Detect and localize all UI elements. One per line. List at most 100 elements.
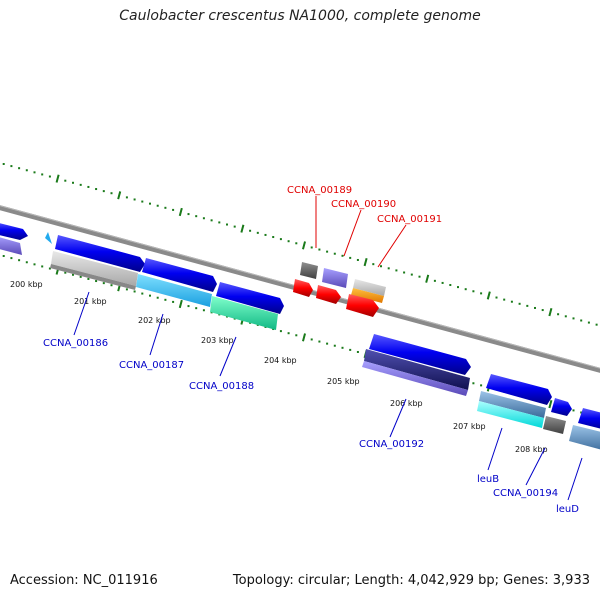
gene-label-leuD: leuD bbox=[556, 504, 579, 515]
inner-track-dot bbox=[287, 332, 290, 335]
inner-track-dot bbox=[87, 277, 90, 280]
gene-arrow-leuD-fwd bbox=[578, 408, 600, 429]
outer-track-dot bbox=[326, 250, 329, 253]
gene-label-CCNA_00192: CCNA_00192 bbox=[359, 439, 424, 450]
inner-track-dot bbox=[125, 288, 128, 291]
inner-track-dot bbox=[187, 305, 190, 308]
inner-track-dot bbox=[310, 338, 313, 341]
accession-text: Accession: NC_011916 bbox=[10, 573, 158, 588]
inner-track-dot bbox=[349, 348, 352, 351]
gene-box-CCNA_00191-b bbox=[351, 288, 384, 303]
outer-track-dot bbox=[587, 321, 590, 324]
outer-track-dot bbox=[202, 217, 205, 220]
outer-track-dot bbox=[79, 183, 82, 186]
outer-track-dot bbox=[141, 200, 144, 203]
outer-track-dot bbox=[133, 198, 136, 201]
kbp-label: 207 kbp bbox=[453, 422, 486, 431]
gene-label-CCNA_00188: CCNA_00188 bbox=[189, 381, 254, 392]
outer-track-major-tick bbox=[240, 224, 245, 233]
inner-track-dot bbox=[48, 267, 51, 270]
inner-track-dot bbox=[102, 282, 105, 285]
gene-arrow-leuB-fwd bbox=[486, 374, 552, 405]
map-title: Caulobacter crescentus NA1000, complete … bbox=[119, 8, 481, 24]
gene-label-CCNA_00194: CCNA_00194 bbox=[493, 488, 558, 499]
inner-track-major-tick bbox=[301, 333, 307, 342]
cog-bar-leuB bbox=[479, 391, 546, 418]
inner-track-dot bbox=[2, 255, 5, 258]
leader-leuB bbox=[487, 427, 503, 471]
outer-track-dot bbox=[187, 213, 190, 216]
gene-label-CCNA_00187: CCNA_00187 bbox=[119, 360, 184, 371]
outer-track-dot bbox=[541, 309, 544, 312]
outer-track-major-tick bbox=[301, 241, 307, 250]
inner-track-dot bbox=[110, 284, 113, 287]
outer-track-dot bbox=[41, 173, 44, 176]
outer-track-dot bbox=[87, 185, 90, 188]
kbp-labels: 200 kbp 201 kbp 202 kbp 203 kbp 204 kbp … bbox=[10, 280, 548, 454]
inner-track-dot bbox=[149, 294, 151, 297]
kbp-label: 202 kbp bbox=[138, 316, 171, 325]
outer-track-dot bbox=[249, 229, 252, 232]
cog-bar-CCNA_00186-base bbox=[50, 264, 136, 290]
cog-bar-CCNA_00192-a bbox=[364, 349, 470, 390]
gene-arrow-CCNA_00186 bbox=[55, 235, 145, 272]
kbp-label: 208 kbp bbox=[515, 445, 548, 454]
outer-track-dot bbox=[457, 286, 459, 289]
inner-track-major-tick bbox=[548, 400, 553, 409]
outer-track-dot bbox=[472, 290, 475, 293]
inner-track-dot bbox=[156, 296, 159, 299]
outer-track-major-tick bbox=[548, 308, 553, 317]
outer-track-major-tick bbox=[55, 174, 60, 183]
outer-track-dot bbox=[433, 279, 436, 282]
marker-triangle bbox=[45, 232, 52, 244]
gene-arrow-left-edge bbox=[0, 223, 28, 240]
inner-track-dot bbox=[295, 334, 298, 337]
outer-track-dot bbox=[464, 288, 467, 291]
inner-track-dot bbox=[480, 384, 483, 387]
outer-track-major-tick bbox=[363, 257, 368, 267]
outer-track-dot bbox=[264, 233, 267, 236]
inner-track-dot bbox=[133, 290, 136, 293]
outer-track-dot bbox=[95, 188, 98, 191]
kbp-label: 200 kbp bbox=[10, 280, 43, 289]
outer-track-dot bbox=[387, 267, 390, 270]
outer-track-dot bbox=[18, 167, 21, 170]
leader-CCNA_00186 bbox=[73, 291, 90, 336]
inner-track-dot bbox=[326, 342, 329, 345]
kbp-label: 203 kbp bbox=[201, 336, 234, 345]
gene-arrow-CCNA_00192 bbox=[369, 334, 471, 375]
leader-leuD bbox=[567, 457, 583, 501]
inner-track-dot bbox=[472, 382, 475, 385]
inner-track-dot bbox=[79, 275, 82, 278]
cog-bar-leuD bbox=[569, 425, 600, 450]
inner-track-major-tick bbox=[178, 299, 183, 309]
inner-track-dot bbox=[572, 409, 575, 412]
gene-label-CCNA_00190: CCNA_00190 bbox=[331, 199, 396, 210]
inner-track-dot bbox=[95, 280, 98, 283]
outer-track-dot bbox=[195, 215, 198, 218]
leader-CCNA_00194 bbox=[525, 447, 546, 486]
cog-bar-CCNA_00187 bbox=[136, 274, 212, 307]
gene-arrow-CCNA_00187 bbox=[142, 258, 217, 292]
outer-track-dot bbox=[349, 256, 352, 259]
outer-track-dot bbox=[503, 298, 506, 301]
outer-track-dot bbox=[218, 221, 221, 224]
outer-track-dot bbox=[333, 252, 336, 255]
cog-bar-left-edge bbox=[0, 237, 22, 255]
inner-track-dot bbox=[580, 411, 583, 414]
outer-track-dot bbox=[572, 317, 575, 320]
inner-track-dot bbox=[164, 298, 167, 301]
outer-track-dot bbox=[256, 231, 259, 234]
outer-track-dot bbox=[2, 163, 5, 166]
outer-track-dot bbox=[418, 275, 421, 278]
outer-track-major-tick bbox=[425, 274, 430, 283]
outer-track-major-tick bbox=[117, 191, 122, 200]
outer-track-dot bbox=[595, 323, 598, 326]
gene-arrow-CCNA_00188 bbox=[216, 282, 284, 314]
inner-track-dot bbox=[172, 300, 175, 303]
outer-track-dot bbox=[580, 319, 583, 322]
inner-track-dot bbox=[41, 265, 44, 268]
inner-track-dot bbox=[64, 271, 67, 274]
